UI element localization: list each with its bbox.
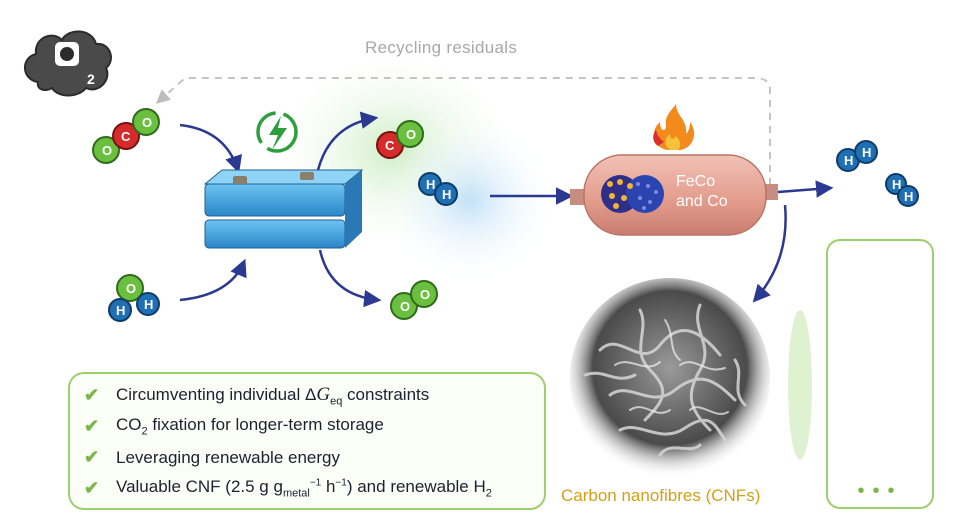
mol-h-7: H <box>892 177 901 192</box>
mol-o-5: O <box>400 299 410 314</box>
mol-h-6: H <box>862 145 871 160</box>
o2-molecule-out: O O <box>390 280 438 320</box>
benefit-text-2: CO2 fixation for longer-term storage <box>116 415 384 438</box>
reactor-label-line2: and Co <box>676 193 728 210</box>
recycling-residuals-label: Recycling residuals <box>365 38 518 57</box>
mol-o-2: O <box>142 115 152 130</box>
glow-blue <box>380 115 560 285</box>
reactor-label: FeCo and Co <box>676 172 746 212</box>
mol-o-6: O <box>420 287 430 302</box>
mol-h-5: H <box>844 153 853 168</box>
benefit-text-1: Circumventing individual ΔGeq constraint… <box>116 383 430 408</box>
flame-icon <box>653 104 695 150</box>
mol-h-1: H <box>116 303 125 318</box>
arrow-co2-in <box>179 123 242 174</box>
benefit-item-3: ✔ Leveraging renewable energy <box>84 442 544 473</box>
catalyst-label: Catalyst <box>867 452 907 464</box>
mol-h-2: H <box>144 297 153 312</box>
h2-molecule-mid: H H <box>418 172 458 206</box>
arrow-h2-out <box>777 180 834 198</box>
mol-o-3: O <box>126 281 136 296</box>
check-icon: ✔ <box>84 385 100 405</box>
check-icon: ✔ <box>84 447 100 467</box>
arrow-to-cnf <box>752 204 787 303</box>
arrow-co-out <box>316 111 379 171</box>
mol-h-4: H <box>442 187 451 202</box>
mol-o-4: O <box>406 127 416 142</box>
panel-glow <box>788 310 812 460</box>
applications-panel <box>826 239 934 509</box>
benefit-item-1: ✔ Circumventing individual ΔGeq constrai… <box>84 380 544 411</box>
mol-h-8: H <box>904 189 913 204</box>
fecocatalyst-reactor <box>570 154 778 236</box>
mol-h-3: H <box>426 177 435 192</box>
benefit-item-4: ✔ Valuable CNF (2.5 g gmetal−1 h−1) and … <box>84 473 544 504</box>
mol-o-1: O <box>102 143 112 158</box>
h2-molecule-out-1: H H <box>836 140 878 172</box>
h2o-molecule-input: O H H <box>108 274 160 322</box>
mol-c-2: C <box>385 138 395 153</box>
recycle-dashed-arrow <box>155 77 771 185</box>
benefit-item-2: ✔ CO2 fixation for longer-term storage <box>84 411 544 442</box>
benefit-text-4: Valuable CNF (2.5 g gmetal−1 h−1) and re… <box>116 477 492 500</box>
co2-cloud-icon: 2 <box>24 30 112 97</box>
benefit-text-3: Leveraging renewable energy <box>116 447 340 467</box>
arrow-o2-out <box>318 249 382 308</box>
more-dots: ••• <box>857 480 903 502</box>
lightning-recycle-icon <box>256 111 298 153</box>
svg-text:2: 2 <box>87 71 95 87</box>
benefits-box: ✔ Circumventing individual ΔGeq constrai… <box>68 372 546 510</box>
reactor-label-line1: FeCo <box>676 173 716 190</box>
mol-c-1: C <box>121 129 131 144</box>
arrow-h2o-in <box>179 258 247 302</box>
co-molecule: C O <box>376 120 424 159</box>
h2-molecule-out-2: H H <box>885 173 919 207</box>
co2-molecule-input: O C O <box>92 108 160 164</box>
electrolysis-cell <box>203 169 364 249</box>
check-icon: ✔ <box>84 416 100 436</box>
check-icon: ✔ <box>84 478 100 498</box>
cnf-label: Carbon nanofibres (CNFs) <box>561 486 761 505</box>
cnf-micrograph <box>570 278 770 478</box>
